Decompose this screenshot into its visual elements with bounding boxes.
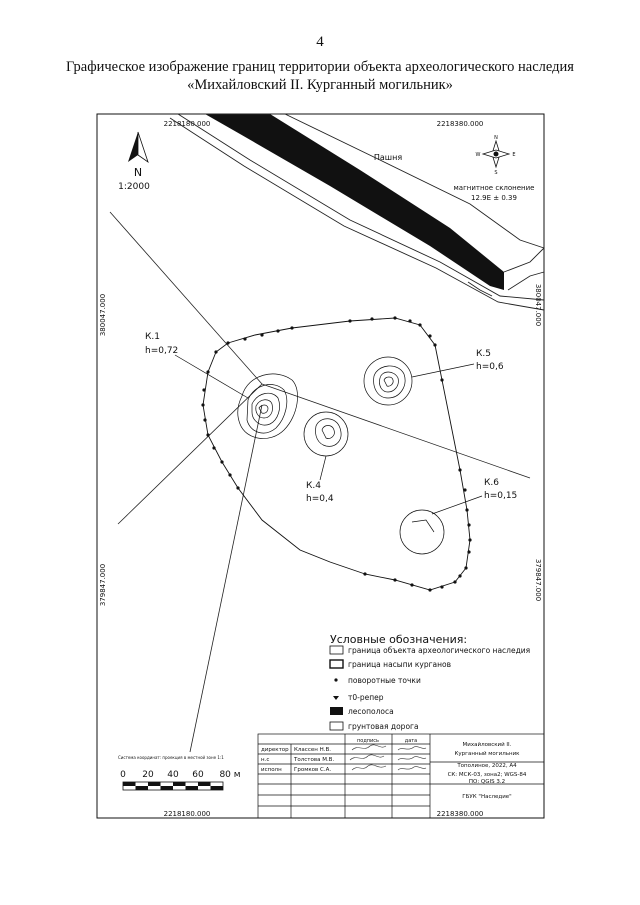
field-label: Пашня xyxy=(374,153,402,162)
kurgan-6-height: h=0,15 xyxy=(484,491,517,501)
scale-bar xyxy=(122,781,224,791)
kurgan-1-name: К.1 xyxy=(145,332,160,342)
coord-top-left: 2218180.000 xyxy=(164,120,211,128)
legend-label-road: грунтовая дорога xyxy=(348,722,419,731)
stamp-header-signature: подпись xyxy=(357,738,379,744)
stamp-name-executor: Громков С.А. xyxy=(294,767,331,773)
scale-ticks: 0 20 40 60 80 м xyxy=(120,770,240,780)
legend-title: Условные обозначения: xyxy=(330,633,467,646)
stamp-org-line: ГБУК "Наследие" xyxy=(462,794,511,800)
stamp-name-researcher: Толстова М.В. xyxy=(293,757,334,763)
legend-symbol-forest xyxy=(330,707,343,715)
compass-letter-n: N xyxy=(494,135,498,141)
reference-lines xyxy=(109,211,531,753)
scale-tick-40: 40 xyxy=(167,770,179,780)
legend-symbol-boundary xyxy=(329,645,344,655)
stamp-role-researcher: н.с xyxy=(261,757,269,763)
stamp-object-line-2: Курганный могильник xyxy=(455,750,521,757)
coord-right-top: 380047.000 xyxy=(534,284,542,326)
legend-symbol-mound xyxy=(329,659,344,669)
stamp-crs-line: СК: МСК-03, зона2; WGS-84 xyxy=(448,772,527,778)
scale-tick-60: 60 xyxy=(192,770,204,780)
stamp-place-line: Тополиное, 2022, А4 xyxy=(456,763,517,769)
kurgan-1-height: h=0,72 xyxy=(145,346,178,356)
legend-label-benchmark: т0-репер xyxy=(348,693,384,702)
stamp-header-date: дата xyxy=(405,738,418,744)
kurgan-1-contours xyxy=(237,373,298,439)
turning-points xyxy=(201,316,472,592)
dirt-roads xyxy=(169,113,545,311)
scale-tick-20: 20 xyxy=(142,770,154,780)
stamp-signatures xyxy=(349,744,427,771)
kurgan-4-height: h=0,4 xyxy=(306,494,334,504)
compass-letter-w: W xyxy=(476,152,481,158)
compass-letter-s: S xyxy=(494,170,497,176)
kurgan-4-contours xyxy=(303,411,349,457)
kurgan-5-contours xyxy=(363,356,413,406)
compass-rose-icon xyxy=(481,139,511,169)
title-line-1: Графическое изображение границ территори… xyxy=(66,59,574,75)
map-frame xyxy=(96,113,545,819)
legend-symbol-dot xyxy=(334,678,338,682)
scale-tick-0: 0 xyxy=(120,770,126,780)
stamp-name-director: Классен Н.В. xyxy=(294,747,331,753)
kurgan-6-name: К.6 xyxy=(484,478,499,488)
coord-left-bottom: 379847.000 xyxy=(99,564,107,606)
kurgan-5-name: К.5 xyxy=(476,349,491,359)
forest-strip xyxy=(205,114,504,290)
scale-tick-80: 80 м xyxy=(219,770,240,780)
kurgan-5-height: h=0,6 xyxy=(476,362,504,372)
coord-bottom-right: 2218380.000 xyxy=(437,810,484,818)
document-title: Графическое изображение границ территори… xyxy=(20,58,620,94)
legend-label-boundary: граница объекта археологического наследи… xyxy=(348,646,530,655)
north-label: N xyxy=(134,166,142,179)
stamp-role-director: директор xyxy=(261,747,289,753)
declination-label: магнитное склонение xyxy=(454,184,535,192)
legend-label-mound: граница насыпи курганов xyxy=(348,660,451,669)
kurgan-6-contours xyxy=(399,509,445,555)
stamp-software-line: ПО: QGIS 3.2 xyxy=(469,779,505,785)
coord-right-bottom: 379847.000 xyxy=(534,559,542,601)
legend-label-dot: поворотные точки xyxy=(348,676,421,685)
site-boundary xyxy=(202,317,471,591)
coord-bottom-left: 2218180.000 xyxy=(164,810,211,818)
scale-caption: Система координат: проекция в местной зо… xyxy=(118,755,224,760)
legend-symbol-road xyxy=(329,721,344,731)
stamp-object-line-1: Михайловский II. xyxy=(463,741,512,748)
scale-ratio: 1:2000 xyxy=(118,182,150,192)
north-arrow-icon xyxy=(128,131,149,164)
coord-left-top: 380047.000 xyxy=(99,294,107,336)
compass-letter-e: E xyxy=(512,152,515,158)
declination-value: 12.9E ± 0.39 xyxy=(471,194,517,202)
page-number: 4 xyxy=(316,34,324,50)
title-block xyxy=(257,733,545,819)
stamp-role-executor: исполн xyxy=(261,767,282,773)
legend-label-forest: лесополоса xyxy=(348,707,394,716)
kurgan-4-name: К.4 xyxy=(306,481,321,491)
legend-symbol-benchmark-icon xyxy=(333,696,339,700)
coord-top-right: 2218380.000 xyxy=(437,120,484,128)
title-line-2: «Михайловский II. Курганный могильник» xyxy=(187,77,453,93)
